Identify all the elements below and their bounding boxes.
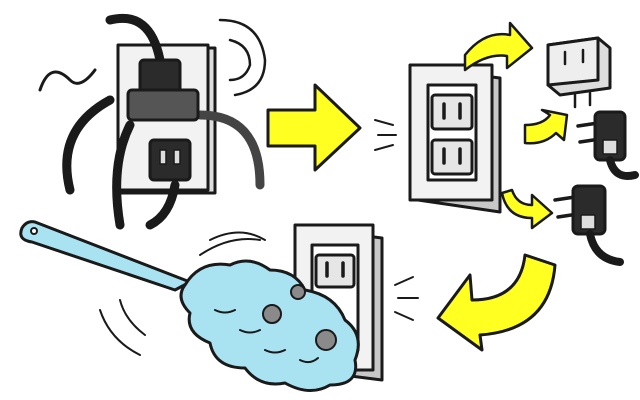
adapter-plug: [546, 36, 612, 109]
overloaded-outlet: [38, 13, 267, 230]
arrow-curved-down-left-icon: [436, 253, 557, 352]
duster-handle: [19, 220, 192, 292]
arrow-curved-icon: [523, 108, 569, 145]
clean-outlet: [374, 63, 502, 214]
plug-dark: [576, 110, 639, 180]
motion-line: [38, 68, 97, 92]
arrow-right-icon: [266, 83, 362, 172]
dust-clump: [315, 329, 337, 351]
arrow-curved-icon: [463, 21, 534, 72]
dust-clump: [290, 284, 306, 300]
plug-dark: [148, 138, 192, 182]
dust-clump: [262, 304, 282, 324]
motion-line: [218, 18, 267, 97]
plug-dark: [553, 184, 624, 266]
duster: [19, 220, 360, 392]
duster-head: [179, 259, 360, 392]
motion-line: [228, 38, 252, 82]
power-strip: [126, 88, 200, 122]
arrow-curved-icon: [500, 188, 554, 230]
